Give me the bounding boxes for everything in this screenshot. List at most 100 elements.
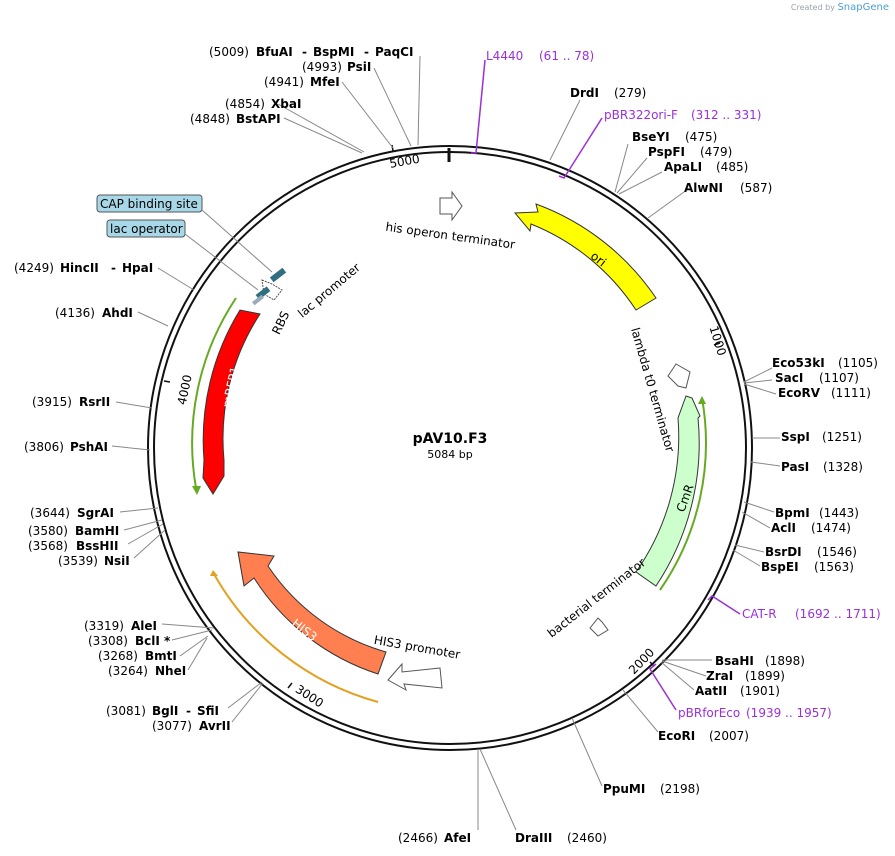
tick-1000 [713, 342, 721, 346]
site-bgli-dash: - [186, 704, 191, 718]
primers: L4440 (61 .. 78) pBR322ori-F (312 .. 331… [471, 49, 881, 720]
site-bsahi-name: BsaHI [715, 654, 754, 668]
site-zrai-name: ZraI [706, 669, 733, 683]
his3-feature [237, 551, 387, 675]
site-draiii-pos: (2460) [567, 831, 607, 845]
site-sspi-pos: (1251) [822, 430, 862, 444]
site-bpmi-name: BpmI [775, 506, 810, 520]
leader-bseyi [614, 143, 629, 193]
leader-ahdi [137, 311, 169, 327]
site-saci-name: SacI [775, 371, 803, 385]
site-xbai-name: XbaI [271, 97, 301, 111]
leader-hincii [157, 267, 195, 291]
leader-sgrai [119, 507, 159, 513]
tick-label-5000: 5000 [388, 152, 421, 171]
lambda-t0-terminator-arrow [667, 363, 691, 389]
site-apali-pos: (485) [716, 160, 748, 174]
site-ahdi-name: AhdI [102, 306, 133, 320]
leader-ecori [622, 689, 659, 733]
leader-bpmi [743, 501, 775, 513]
leader-bfuai [417, 55, 421, 146]
leader-rsrii [115, 401, 153, 409]
site-acli-name: AclI [771, 521, 796, 535]
tick-3000 [287, 682, 293, 689]
site-bseyi-pos: (475) [685, 130, 717, 144]
leader-pasi [750, 461, 781, 467]
site-eco53ki-pos: (1105) [838, 356, 878, 370]
cap-binding-site-label: CAP binding site [100, 197, 198, 211]
primer-l4440-leader [471, 59, 486, 154]
site-bspei-name: BspEI [761, 560, 799, 574]
site-rsrii-pos: (3915) [32, 395, 72, 409]
his-operon-terminator-arrow [439, 190, 463, 222]
site-paqci-name: PaqCI [375, 45, 413, 59]
site-bfuai-dash1: - [302, 45, 307, 59]
site-bsshii-pos: (3568) [28, 539, 68, 553]
site-leaders [111, 55, 781, 831]
site-pasi-pos: (1328) [823, 460, 863, 474]
leader-bsshii [127, 523, 164, 545]
site-ecori-pos: (2007) [709, 729, 749, 743]
cmr-orf-arrowhead [698, 396, 706, 404]
site-pasi-name: PasI [781, 460, 809, 474]
site-bsrdi-pos: (1546) [817, 545, 857, 559]
site-bmti-name: BmtI [145, 649, 177, 663]
cap-binding-site-box: CAP binding site [96, 194, 203, 213]
leader-nsii [133, 529, 166, 559]
mrfp1-orf-line [191, 297, 237, 489]
site-bgli-name: BglI [152, 704, 178, 718]
site-zrai-pos: (1899) [745, 669, 785, 683]
site-sspi-name: SspI [781, 430, 810, 444]
site-drdi-name: DrdI [570, 86, 599, 100]
site-alwni-pos: (587) [740, 181, 772, 195]
site-ecorv-name: EcoRV [778, 386, 821, 400]
leader-draiii [479, 748, 517, 831]
site-bamhi-pos: (3580) [28, 524, 68, 538]
leader-bamhi [123, 519, 163, 531]
site-aatii-name: AatII [695, 684, 727, 698]
leader-aatii [660, 661, 695, 691]
leader-alei [161, 623, 215, 629]
site-bgli-pos: (3081) [106, 704, 146, 718]
site-apali-name: ApaLI [664, 160, 702, 174]
site-avrii-name: AvrII [199, 719, 231, 733]
site-bcli-name: BclI * [135, 634, 171, 648]
site-saci-pos: (1107) [819, 371, 859, 385]
cap-binding-site-leader [201, 209, 273, 273]
site-pspfi-name: PspFI [648, 145, 685, 159]
leader-acli [741, 511, 771, 529]
site-bfuai-pos: (5009) [209, 45, 249, 59]
site-bsshii-name: BssHII [76, 539, 118, 553]
tick-label-3000: 3000 [293, 682, 326, 710]
primer-cat-r-leader [707, 595, 741, 615]
lac-operator-box: lac operator [106, 219, 186, 238]
site-nsii-name: NsiI [104, 554, 130, 568]
site-pshai-pos: (3806) [24, 440, 64, 454]
site-bfuai-dash2: - [364, 45, 369, 59]
lambda-t0-terminator-label: lambda t0 terminator [628, 326, 677, 454]
site-mfei-name: MfeI [310, 75, 340, 89]
site-alei-name: AleI [131, 619, 157, 633]
mrfp1-orf-arrowhead [192, 486, 201, 495]
site-bsrdi-name: BsrDI [765, 545, 802, 559]
site-hpai-name: HpaI [122, 261, 153, 275]
site-psii-pos: (4993) [302, 60, 342, 74]
site-sgrai-pos: (3644) [30, 506, 70, 520]
site-acli-pos: (1474) [811, 521, 851, 535]
site-afei-pos: (2466) [398, 831, 438, 845]
site-bfuai-name: BfuAI [256, 45, 293, 59]
leader-ppumi [571, 717, 603, 787]
leader-mfei [341, 81, 394, 149]
leader-alwni [647, 191, 685, 219]
site-aatii-pos: (1901) [740, 684, 780, 698]
primer-pbr322ori-f-leader [558, 117, 603, 179]
leader-bcli [171, 629, 213, 641]
site-ecori-name: EcoRI [658, 729, 695, 743]
primer-pbr322ori-f-range: (312 .. 331) [691, 108, 761, 122]
rbs-mark [252, 294, 264, 306]
plasmid-length: 5084 bp [427, 448, 472, 461]
site-bamhi-name: BamHI [75, 524, 119, 538]
site-bstapi-pos: (4848) [190, 112, 230, 126]
tick-4000 [163, 380, 171, 383]
leader-xbai [277, 103, 365, 153]
